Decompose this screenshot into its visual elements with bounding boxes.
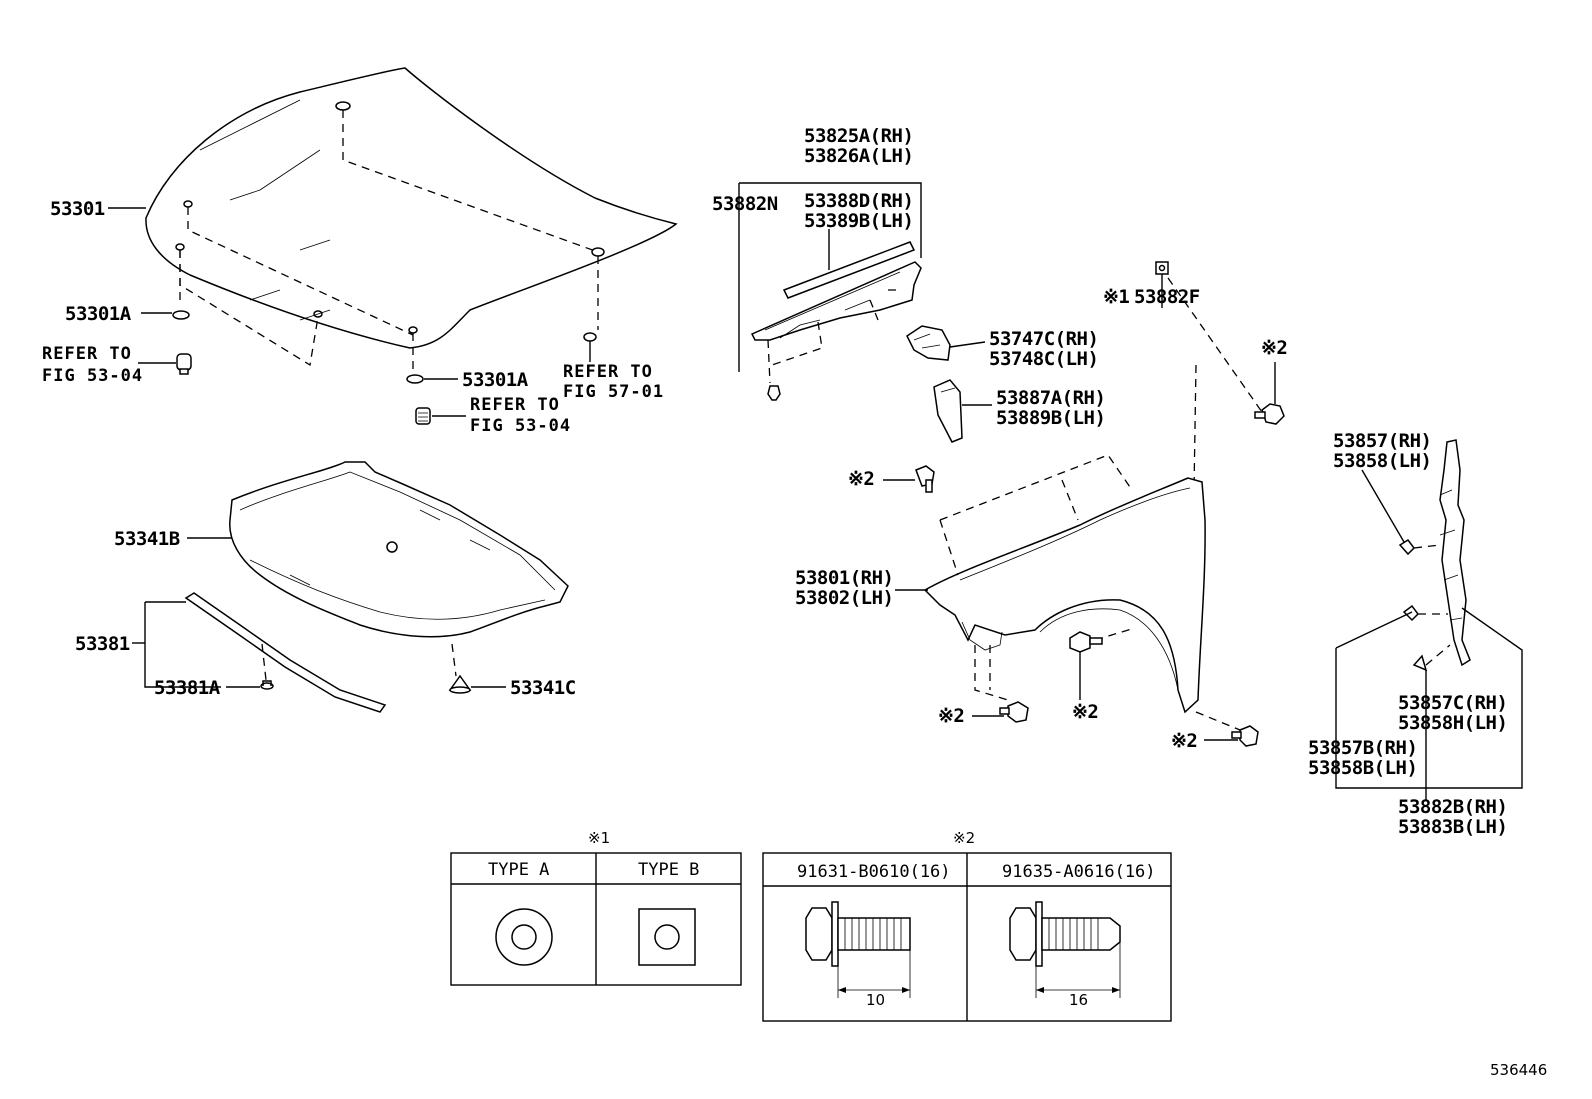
label-53858: 53858(LH) <box>1333 450 1431 472</box>
label-53825a: 53825A(RH) <box>804 125 913 147</box>
hood-panel[interactable] <box>145 67 678 349</box>
label-53341c: 53341C <box>510 677 576 699</box>
label-53301: 53301 <box>50 198 105 220</box>
label-53381a: 53381A <box>154 677 221 699</box>
fender-seal-block-upper[interactable] <box>906 325 951 361</box>
label-53389b: 53389B(LH) <box>804 210 913 232</box>
hood-seal[interactable] <box>184 592 387 713</box>
flange-bolt-91631-icon <box>805 901 911 967</box>
label-53857c: 53857C(RH) <box>1398 692 1507 714</box>
label-53747c: 53747C(RH) <box>989 328 1098 350</box>
dimension-label-10: 10 <box>866 991 885 1009</box>
label-53857b: 53857B(RH) <box>1308 737 1417 759</box>
fender-seal-strip[interactable] <box>782 241 916 299</box>
bolt-fender-bottom-mid[interactable] <box>1069 631 1103 653</box>
label-refer-center-1: REFER TO <box>470 395 560 415</box>
label-mark2-bottom-right: ※2 <box>1171 730 1197 752</box>
bolt-fender-top[interactable] <box>915 465 935 493</box>
label-53857: 53857(RH) <box>1333 430 1431 452</box>
label-53882f: 53882F <box>1134 286 1200 308</box>
fender-seal-bracket[interactable] <box>750 261 922 341</box>
figure-number: 536446 <box>1490 1061 1547 1079</box>
label-53301a-center: 53301A <box>462 369 529 391</box>
label-53388d: 53388D(RH) <box>804 190 913 212</box>
hood-stop-left[interactable] <box>176 353 192 375</box>
fender-liner-seal[interactable] <box>1439 439 1471 667</box>
bolt-fender-bottom-left[interactable] <box>999 701 1029 723</box>
table1-col-type-a: TYPE A <box>488 860 549 880</box>
label-53883b: 53883B(LH) <box>1398 816 1507 838</box>
label-53802: 53802(LH) <box>795 587 893 609</box>
dimension-91631 <box>837 950 911 998</box>
liner-clip-upper[interactable] <box>1398 538 1415 556</box>
insulator-clip[interactable] <box>448 674 472 694</box>
label-mark2-bottom-left: ※2 <box>938 705 964 727</box>
label-53887a: 53887A(RH) <box>996 387 1105 409</box>
washer-type-a-icon <box>495 908 553 966</box>
front-fender[interactable] <box>923 477 1206 714</box>
label-53801: 53801(RH) <box>795 567 893 589</box>
hood-insulator[interactable] <box>229 461 569 638</box>
label-mark2-top: ※2 <box>1261 337 1287 359</box>
hood-cushion-center[interactable] <box>406 374 424 384</box>
flange-bolt-91635-icon <box>1009 901 1121 967</box>
fender-nut-53882f[interactable] <box>1155 261 1169 275</box>
label-53858b: 53858B(LH) <box>1308 757 1417 779</box>
dimension-91635 <box>1035 942 1121 998</box>
liner-clip-lower[interactable] <box>1412 654 1428 672</box>
label-refer-right-2: FIG 57-01 <box>563 382 664 402</box>
fender-seal-block-lower[interactable] <box>933 379 963 443</box>
label-53748c: 53748C(LH) <box>989 348 1098 370</box>
label-53301a-left: 53301A <box>65 303 132 325</box>
dimension-label-16: 16 <box>1069 991 1088 1009</box>
hood-stop-center[interactable] <box>415 407 431 425</box>
label-mark2-bottom-mid: ※2 <box>1072 701 1098 723</box>
hood-cushion-right[interactable] <box>583 332 597 342</box>
label-refer-center-2: FIG 53-04 <box>470 416 571 436</box>
label-53858h: 53858H(LH) <box>1398 712 1507 734</box>
label-53826a: 53826A(LH) <box>804 145 913 167</box>
label-refer-left-1: REFER TO <box>42 344 132 364</box>
label-53882b: 53882B(RH) <box>1398 796 1507 818</box>
seal-clip[interactable] <box>260 680 274 690</box>
table1-col-type-b: TYPE B <box>638 860 699 880</box>
label-mark2-fender-top: ※2 <box>848 468 874 490</box>
hood-reference-dashes <box>179 110 599 372</box>
table2-col-91635: 91635-A0616(16) <box>1002 862 1156 882</box>
label-53381: 53381 <box>75 633 130 655</box>
label-refer-right-1: REFER TO <box>563 362 653 382</box>
hood-cushion-left[interactable] <box>172 310 190 320</box>
cowl-clip[interactable] <box>767 385 781 401</box>
table2-grid <box>762 852 1172 1022</box>
label-mark1-53882f: ※1 <box>1103 286 1129 308</box>
table1-grid <box>450 852 742 986</box>
table1-mark: ※1 <box>588 829 610 847</box>
bolt-top-right[interactable] <box>1254 403 1285 425</box>
label-53882n: 53882N <box>712 193 778 215</box>
bolt-fender-bottom-right[interactable] <box>1231 725 1259 747</box>
label-refer-left-2: FIG 53-04 <box>42 366 143 386</box>
label-53341b: 53341B <box>114 528 180 550</box>
label-53889b: 53889B(LH) <box>996 407 1105 429</box>
table2-mark: ※2 <box>953 829 975 847</box>
washer-type-b-icon <box>638 908 696 966</box>
table2-col-91631: 91631-B0610(16) <box>797 862 951 882</box>
